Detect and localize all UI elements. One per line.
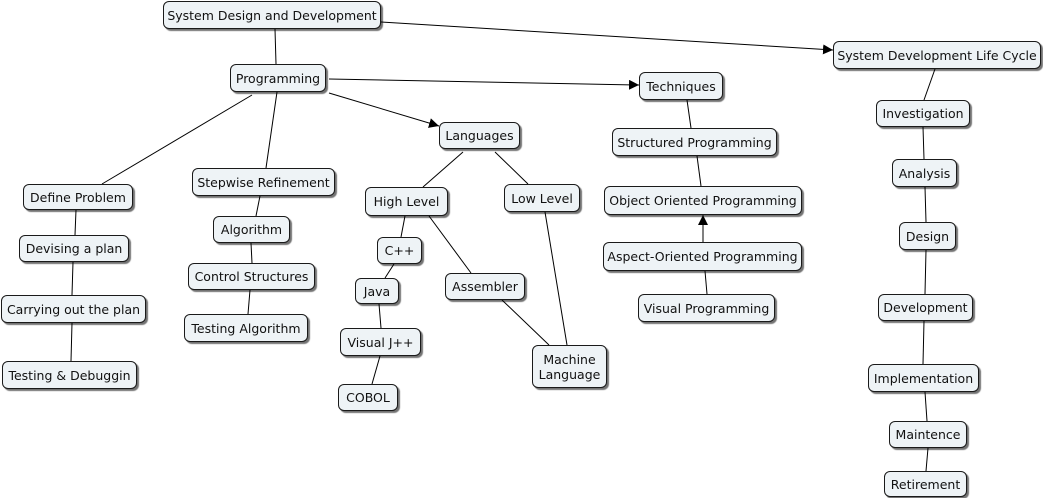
- connector-programming-to-define-problem: [101, 94, 253, 185]
- node-carrying-out-the-plan[interactable]: Carrying out the plan: [1, 295, 146, 323]
- connector-low-to-machine: [544, 211, 568, 346]
- connector-define-to-devising: [74, 209, 77, 236]
- connector-development-to-implementation: [922, 320, 925, 365]
- connector-assembler-to-machine: [501, 299, 550, 346]
- connector-languages-to-low: [494, 151, 529, 185]
- connector-aop-to-visual: [704, 270, 708, 295]
- node-cobol[interactable]: COBOL: [338, 384, 398, 411]
- node-system-development-life-cycle[interactable]: System Development Life Cycle: [833, 41, 1041, 69]
- node-cpp[interactable]: C++: [377, 237, 422, 264]
- connector-system-design-to-programming: [274, 28, 277, 65]
- connector-system-design-to-sdlc: [380, 21, 834, 55]
- node-high-level[interactable]: High Level: [365, 187, 448, 216]
- connector-control-to-testing-algorithm: [247, 289, 251, 315]
- node-java[interactable]: Java: [355, 278, 399, 304]
- node-visual-programming[interactable]: Visual Programming: [638, 294, 775, 322]
- node-low-level[interactable]: Low Level: [504, 184, 580, 212]
- node-machine-language[interactable]: Machine Language: [532, 345, 607, 388]
- node-assembler[interactable]: Assembler: [445, 273, 525, 300]
- connector-investigation-to-analysis: [922, 126, 925, 160]
- node-development[interactable]: Development: [878, 294, 973, 321]
- node-algorithm[interactable]: Algorithm: [213, 216, 290, 243]
- connector-sdlc-to-investigation: [923, 68, 936, 101]
- connector-maintence-to-retirement: [925, 447, 929, 472]
- node-implementation[interactable]: Implementation: [868, 364, 979, 392]
- connector-techniques-to-structured: [686, 99, 692, 129]
- node-testing-and-debuggin[interactable]: Testing & Debuggin: [2, 361, 137, 389]
- connector-cpp-to-java: [384, 263, 395, 279]
- node-design[interactable]: Design: [899, 222, 956, 250]
- connector-high-to-assembler: [428, 215, 472, 274]
- connector-high-to-cpp: [400, 215, 406, 238]
- connector-implementation-to-maintence: [924, 391, 928, 422]
- node-programming[interactable]: Programming: [230, 64, 326, 92]
- connector-algorithm-to-control: [250, 242, 253, 264]
- connector-programming-to-languages: [328, 92, 440, 128]
- node-maintence[interactable]: Maintence: [889, 421, 967, 448]
- connector-java-to-visualj: [378, 303, 382, 329]
- node-structured-programming[interactable]: Structured Programming: [612, 128, 777, 156]
- connector-carrying-to-testing: [70, 322, 73, 362]
- node-investigation[interactable]: Investigation: [876, 100, 970, 127]
- node-control-structures[interactable]: Control Structures: [188, 263, 315, 290]
- node-devising-a-plan[interactable]: Devising a plan: [19, 235, 129, 262]
- node-object-oriented-programming[interactable]: Object Oriented Programming: [604, 186, 802, 215]
- connector-stepwise-to-algorithm: [255, 195, 261, 217]
- connector-programming-to-stepwise: [265, 91, 278, 169]
- connector-languages-to-high: [422, 151, 464, 188]
- node-analysis[interactable]: Analysis: [892, 159, 957, 187]
- connector-devising-to-carrying: [71, 261, 74, 296]
- node-retirement[interactable]: Retirement: [884, 471, 967, 497]
- node-techniques[interactable]: Techniques: [639, 72, 723, 100]
- connector-analysis-to-design: [924, 186, 927, 223]
- node-stepwise-refinement[interactable]: Stepwise Refinement: [192, 168, 335, 196]
- node-testing-algorithm[interactable]: Testing Algorithm: [184, 314, 308, 342]
- connector-visualj-to-cobol: [371, 355, 381, 385]
- node-aspect-oriented-programming[interactable]: Aspect-Oriented Programming: [603, 242, 802, 271]
- connector-design-to-development: [924, 249, 927, 295]
- connector-programming-to-techniques: [328, 78, 640, 90]
- node-define-problem[interactable]: Define Problem: [23, 184, 133, 210]
- connector-structured-to-oop: [696, 155, 702, 187]
- node-system-design-and-development[interactable]: System Design and Development: [163, 1, 381, 29]
- node-visual-j-plus-plus[interactable]: Visual J++: [340, 328, 421, 356]
- node-languages[interactable]: Languages: [439, 122, 520, 149]
